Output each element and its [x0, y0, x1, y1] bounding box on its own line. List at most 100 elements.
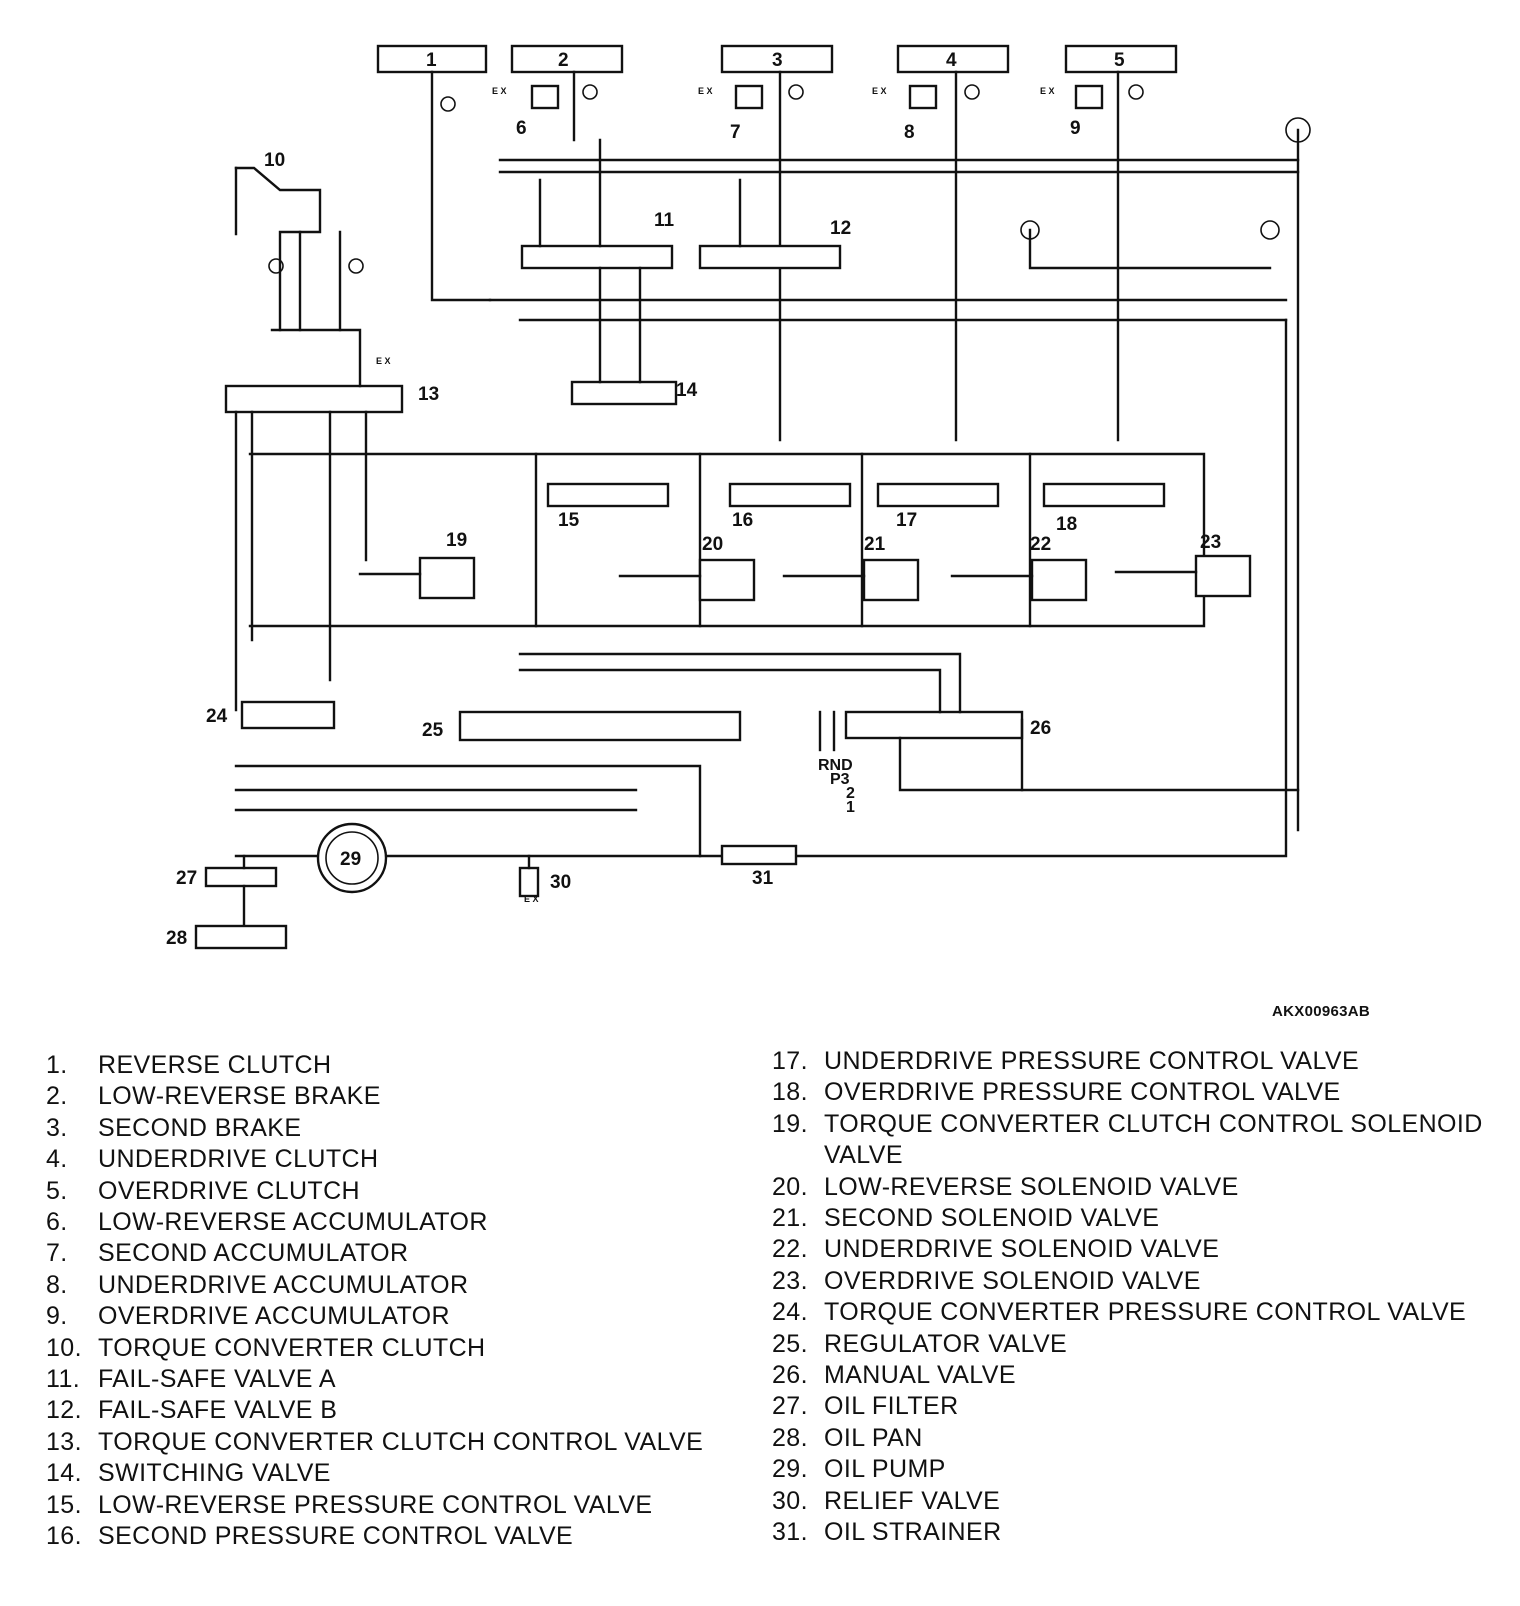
- callout-19: 19: [446, 530, 467, 551]
- legend-number: 14.: [46, 1459, 82, 1488]
- callout-10: 10: [264, 150, 285, 171]
- legend-number: 26.: [772, 1361, 808, 1390]
- callout-13: 13: [418, 384, 439, 405]
- legend-label: FAIL-SAFE VALVE A: [98, 1365, 336, 1394]
- callout-24: 24: [206, 706, 228, 727]
- legend-number: 15.: [46, 1490, 82, 1519]
- callout-14: 14: [676, 380, 698, 401]
- hydraulic-circuit-diagram: 1 2 3 4 5 6 7 8 9 10 11 12 13 14 15 16 1…: [166, 44, 1311, 950]
- legend-item: 19.TORQUE CONVERTER CLUTCH CONTROL SOLEN…: [772, 1109, 1512, 1172]
- legend-label: UNDERDRIVE CLUTCH: [98, 1145, 379, 1174]
- legend-item: 1.REVERSE CLUTCH: [46, 1050, 746, 1081]
- legend-item: 21.SECOND SOLENOID VALVE: [772, 1203, 1512, 1234]
- legend-item: 7.SECOND ACCUMULATOR: [46, 1238, 746, 1269]
- legend-number: 23.: [772, 1266, 808, 1295]
- callout-2: 2: [558, 50, 569, 71]
- legend-label: SECOND ACCUMULATOR: [98, 1239, 409, 1268]
- legend-number: 21.: [772, 1204, 808, 1233]
- legend-label: SWITCHING VALVE: [98, 1459, 331, 1488]
- ex-label: E X: [524, 894, 539, 904]
- tcc-control-valve: [224, 328, 404, 712]
- pressure-control-valves: [248, 452, 1206, 628]
- legend-number: 30.: [772, 1486, 808, 1515]
- legend-label: SECOND PRESSURE CONTROL VALVE: [98, 1522, 574, 1551]
- torque-converter-clutch: [234, 166, 364, 332]
- legend-item: 11. FAIL-SAFE VALVE A: [46, 1364, 746, 1395]
- ex-label: E X: [1040, 86, 1055, 96]
- ex-label: E X: [698, 86, 713, 96]
- legend-item: 30. RELIEF VALVE: [772, 1486, 1512, 1517]
- figure-code: AKX00963AB: [1272, 1003, 1371, 1020]
- legend-number: 3.: [46, 1113, 68, 1142]
- callout-27: 27: [176, 868, 197, 889]
- legend-number: 25.: [772, 1329, 808, 1358]
- legend-label: RELIEF VALVE: [824, 1486, 1001, 1515]
- callout-8: 8: [904, 122, 915, 143]
- legend-label: OIL PUMP: [824, 1455, 946, 1484]
- shift-position-2: 2: [846, 785, 855, 802]
- legend-number: 24.: [772, 1298, 808, 1327]
- callout-7: 7: [730, 122, 741, 143]
- legend-number: 19.: [772, 1109, 808, 1138]
- legend-number: 28.: [772, 1423, 808, 1452]
- callout-12: 12: [830, 218, 851, 239]
- callout-16: 16: [732, 510, 753, 531]
- legend-number: 12.: [46, 1396, 82, 1425]
- legend-item: 12. FAIL-SAFE VALVE B: [46, 1395, 746, 1426]
- legend-number: 11.: [46, 1365, 81, 1394]
- callout-22: 22: [1030, 534, 1051, 555]
- legend-label: OVERDRIVE PRESSURE CONTROL VALVE: [824, 1078, 1341, 1107]
- legend-item: 22.UNDERDRIVE SOLENOID VALVE: [772, 1234, 1512, 1265]
- shift-position-rnd: RND: [818, 757, 853, 774]
- callout-28: 28: [166, 928, 187, 949]
- legend-item: 9.OVERDRIVE ACCUMULATOR: [46, 1301, 746, 1332]
- legend-item: 16.SECOND PRESSURE CONTROL VALVE: [46, 1521, 746, 1552]
- legend-number: 18.: [772, 1078, 808, 1107]
- legend-label: SECOND BRAKE: [98, 1113, 302, 1142]
- callout-5: 5: [1114, 50, 1125, 71]
- top-feed-lines: [430, 70, 1144, 442]
- legend-item: 6.LOW-REVERSE ACCUMULATOR: [46, 1207, 746, 1238]
- legend-label: OVERDRIVE CLUTCH: [98, 1176, 360, 1205]
- callout-1: 1: [426, 50, 437, 71]
- legend-item: 17. UNDERDRIVE PRESSURE CONTROL VALVE: [772, 1046, 1512, 1077]
- fail-safe-valves: [520, 138, 842, 406]
- legend-item: 28. OIL PAN: [772, 1423, 1512, 1454]
- legend-item: 23.OVERDRIVE SOLENOID VALVE: [772, 1266, 1512, 1297]
- legend-label: FAIL-SAFE VALVE B: [98, 1396, 338, 1425]
- callout-31: 31: [752, 868, 774, 889]
- legend-label: OIL PAN: [824, 1423, 923, 1452]
- legend-item: 2.LOW-REVERSE BRAKE: [46, 1081, 746, 1112]
- legend-number: 6.: [46, 1208, 68, 1237]
- legend-label: TORQUE CONVERTER CLUTCH: [98, 1333, 486, 1362]
- callout-15: 15: [558, 510, 580, 531]
- callout-17: 17: [896, 510, 917, 531]
- ex-label: E X: [376, 356, 391, 366]
- legend-item: 25.REGULATOR VALVE: [772, 1329, 1512, 1360]
- legend-label: UNDERDRIVE SOLENOID VALVE: [824, 1235, 1220, 1264]
- callout-11: 11: [654, 210, 675, 231]
- legend-item: 5.OVERDRIVE CLUTCH: [46, 1176, 746, 1207]
- shift-positions: RND P3 2 1: [818, 757, 855, 816]
- legend-label: UNDERDRIVE PRESSURE CONTROL VALVE: [824, 1047, 1360, 1075]
- callout-23: 23: [1200, 532, 1221, 553]
- legend-number: 13.: [46, 1427, 82, 1456]
- legend-label: OIL FILTER: [824, 1392, 959, 1421]
- ex-label: E X: [872, 86, 887, 96]
- legend-label: TORQUE CONVERTER CLUTCH CONTROL VALVE: [98, 1427, 704, 1456]
- exhaust-marks: E X E X E X E X E X E X: [376, 86, 1055, 904]
- lower-circuit: [234, 318, 1300, 858]
- clutch-brake-boxes: [376, 44, 1178, 74]
- legend-item: 15.LOW-REVERSE PRESSURE CONTROL VALVE: [46, 1490, 746, 1521]
- legend-label: REVERSE CLUTCH: [98, 1051, 332, 1079]
- legend-item: 24.TORQUE CONVERTER PRESSURE CONTROL VAL…: [772, 1297, 1512, 1328]
- main-galleries: [488, 117, 1311, 832]
- oil-supply: [194, 822, 798, 950]
- callout-30: 30: [550, 872, 571, 893]
- legend-number: 17.: [772, 1047, 808, 1075]
- legend-item: 26.MANUAL VALVE: [772, 1360, 1512, 1391]
- legend-right-column: 17. UNDERDRIVE PRESSURE CONTROL VALVE 18. O…: [772, 1046, 1512, 1549]
- callout-20: 20: [702, 534, 723, 555]
- legend-item: 10.TORQUE CONVERTER CLUTCH: [46, 1333, 746, 1364]
- legend-number: 31.: [772, 1518, 808, 1547]
